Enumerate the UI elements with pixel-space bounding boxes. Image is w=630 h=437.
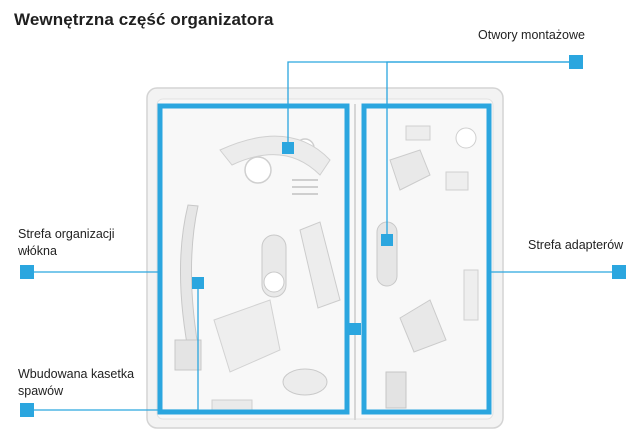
label-adapter-zone: Strefa adapterów xyxy=(528,238,624,252)
splice-cassette-marker xyxy=(192,277,204,289)
diagram-title: Wewnętrzna część organizatora xyxy=(14,10,274,29)
panel-connector-marker xyxy=(349,323,361,335)
mounting-hole-marker-left xyxy=(282,142,294,154)
label-splice-cassette: Wbudowana kasetka spawów xyxy=(18,367,135,398)
fiber-zone-outline xyxy=(157,103,350,415)
callout-adapter-zone-marker xyxy=(612,265,626,279)
label-mounting-holes: Otwory montażowe xyxy=(478,28,585,42)
callout-mounting-holes xyxy=(287,61,570,240)
callout-fiber-zone-marker xyxy=(20,265,34,279)
organizer-housing xyxy=(146,87,504,429)
adapter-zone-outline xyxy=(361,103,492,415)
mounting-hole-marker-right xyxy=(381,234,393,246)
callout-mounting-holes-marker xyxy=(569,55,583,69)
callout-splice-cassette-line xyxy=(27,283,199,411)
label-fiber-organization-zone: Strefa organizacji włókna xyxy=(18,227,115,258)
callout-splice-cassette-marker xyxy=(20,403,34,417)
